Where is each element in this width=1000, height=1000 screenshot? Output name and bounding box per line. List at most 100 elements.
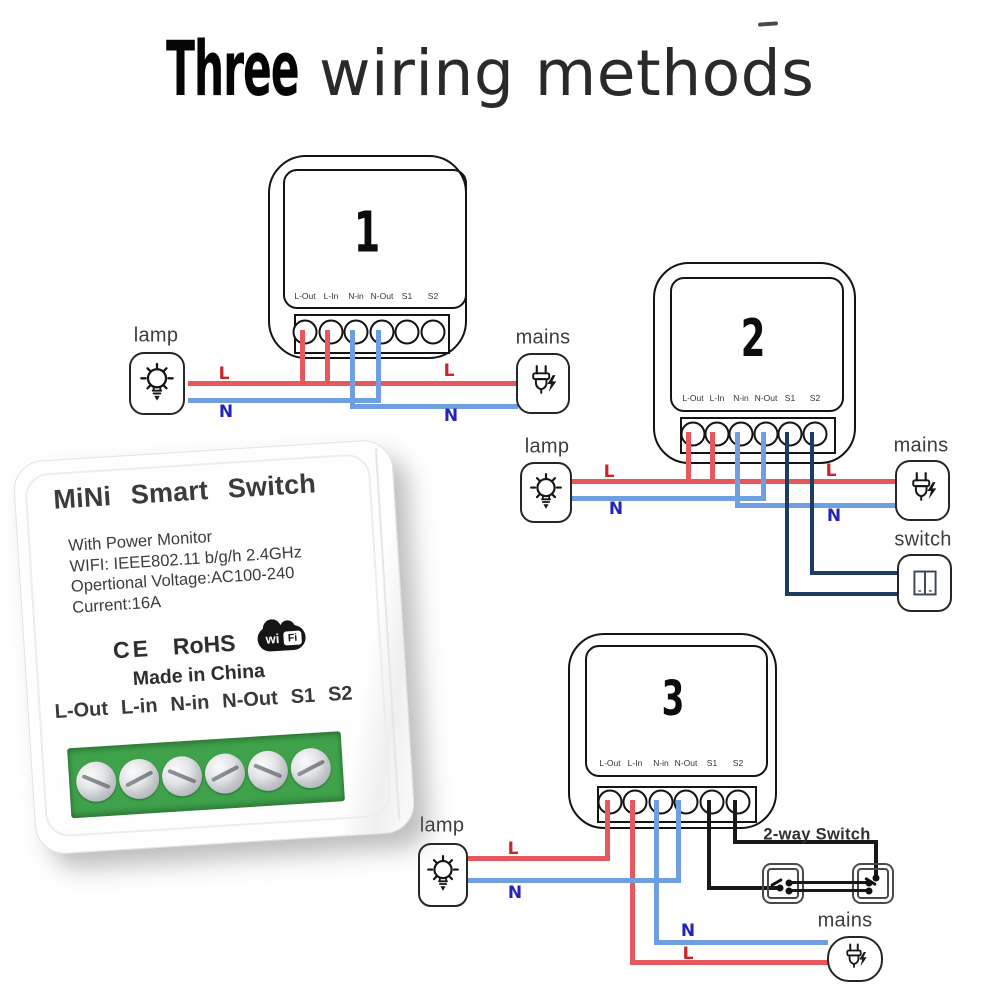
neutral-wire (676, 800, 681, 883)
mains-icon (516, 353, 570, 414)
neutral-wire (188, 398, 381, 403)
live-wire-label: L (218, 364, 230, 384)
terminal-label-nout: N-Out (370, 291, 394, 301)
terminal-hole (597, 789, 623, 815)
device-2-panel (670, 277, 844, 412)
device-1-number: 1 (353, 200, 381, 266)
terminal-hole (420, 319, 446, 345)
terminal-hole (292, 319, 318, 345)
terminal-label-lout: L-Out (599, 758, 621, 768)
contact-dot (785, 887, 793, 895)
switch-wire (874, 840, 878, 878)
bulb-icon (530, 472, 562, 509)
lamp-icon (418, 843, 468, 907)
live-wire (710, 432, 715, 484)
terminal-label-nout: N-Out (754, 393, 778, 403)
wifi-wi-text: wi (265, 630, 280, 647)
terminal-hole (318, 319, 344, 345)
terminal-hole (728, 421, 754, 447)
terminal-hole (753, 421, 779, 447)
rohs-mark: RoHS (172, 629, 237, 660)
switch-wire (785, 592, 898, 596)
terminal-hole (680, 421, 706, 447)
mains-label: mains (515, 326, 571, 349)
product-feature-list: With Power Monitor WIFI: IEEE802.11 b/g/… (68, 521, 305, 617)
terminal-label-s1: S1 (401, 291, 413, 301)
terminal-label-lin: L-In (323, 291, 339, 301)
two-way-switch-label: 2-way Switch (763, 825, 871, 844)
contact-dot (865, 887, 873, 895)
terminal-hole (704, 421, 730, 447)
neutral-wire-label: N (443, 406, 459, 426)
neutral-wire (735, 432, 740, 508)
traveler-wire (789, 881, 869, 884)
device-1-panel (283, 169, 467, 309)
neutral-wire-label: N (826, 506, 842, 526)
neutral-wire-label: N (218, 402, 234, 422)
switch-wire (733, 800, 737, 844)
wall-switch-icon (897, 554, 952, 612)
live-wire (605, 800, 610, 861)
terminal-hole (648, 789, 674, 815)
live-wire-label: L (603, 462, 615, 482)
terminal-label-nin: N-in (653, 758, 669, 768)
wifi-logo: wi Fi (256, 621, 307, 654)
smart-switch-device-3: 3 L-Out L-In N-in N-Out S1 S2 (568, 633, 777, 829)
live-wire-label: L (825, 461, 837, 481)
title-bold-text: Three (166, 24, 300, 113)
lamp-label: lamp (133, 324, 179, 347)
terminal-hole (699, 789, 725, 815)
rocker-switch-icon (912, 570, 937, 596)
lamp-icon (129, 352, 185, 415)
smart-switch-device-2: 2 L-Out L-In N-in N-Out S1 S2 (653, 262, 856, 464)
bulb-icon (427, 855, 459, 891)
contact-dot (785, 879, 793, 887)
terminal-label-s2: S2 (327, 682, 354, 706)
live-wire (325, 330, 330, 383)
switch-wire (707, 886, 781, 890)
neutral-wire (570, 496, 766, 501)
device-2-number: 2 (740, 309, 766, 369)
terminal-label-s2: S2 (732, 758, 744, 768)
mains-icon (827, 936, 883, 982)
neutral-wire (466, 878, 681, 883)
live-wire-label: L (682, 944, 694, 964)
terminal-label-lin: L-in (120, 694, 159, 719)
neutral-wire-label: N (507, 883, 523, 903)
terminal-label-lout: L-Out (54, 697, 109, 724)
neutral-wire (350, 330, 355, 409)
mains-label: mains (893, 434, 949, 457)
contact-dot (865, 879, 873, 887)
terminal-hole (777, 421, 803, 447)
live-wire (300, 330, 305, 383)
terminal-label-lin: L-In (709, 393, 725, 403)
contact-dot (776, 884, 784, 892)
terminal-label-s1: S1 (290, 684, 316, 709)
mains-icon (895, 460, 950, 521)
terminal-hole (802, 421, 828, 447)
neutral-wire (654, 800, 659, 945)
terminal-label-s2: S2 (427, 291, 439, 301)
title-regular-text: wiring methods (318, 37, 815, 110)
neutral-wire (376, 330, 381, 403)
device-3-panel (585, 645, 768, 777)
page-title: Three wiring methods (166, 24, 814, 113)
switch-label: switch (894, 528, 952, 551)
wifi-fi-badge: Fi (283, 630, 303, 646)
mains-label: mains (817, 909, 873, 932)
traveler-wire (789, 889, 869, 892)
device-3-number: 3 (661, 671, 685, 727)
neutral-wire-label: N (608, 499, 624, 519)
terminal-label-lin: L-In (627, 758, 643, 768)
plug-icon (845, 943, 867, 968)
terminal-label-s2: S2 (809, 393, 821, 403)
terminal-label-s1: S1 (706, 758, 718, 768)
terminal-label-s1: S1 (784, 393, 796, 403)
contact-dot (872, 874, 880, 882)
terminal-hole (394, 319, 420, 345)
neutral-wire-label: N (680, 921, 696, 941)
switch-wire (733, 840, 878, 844)
live-wire (686, 432, 691, 484)
neutral-wire (761, 432, 766, 501)
